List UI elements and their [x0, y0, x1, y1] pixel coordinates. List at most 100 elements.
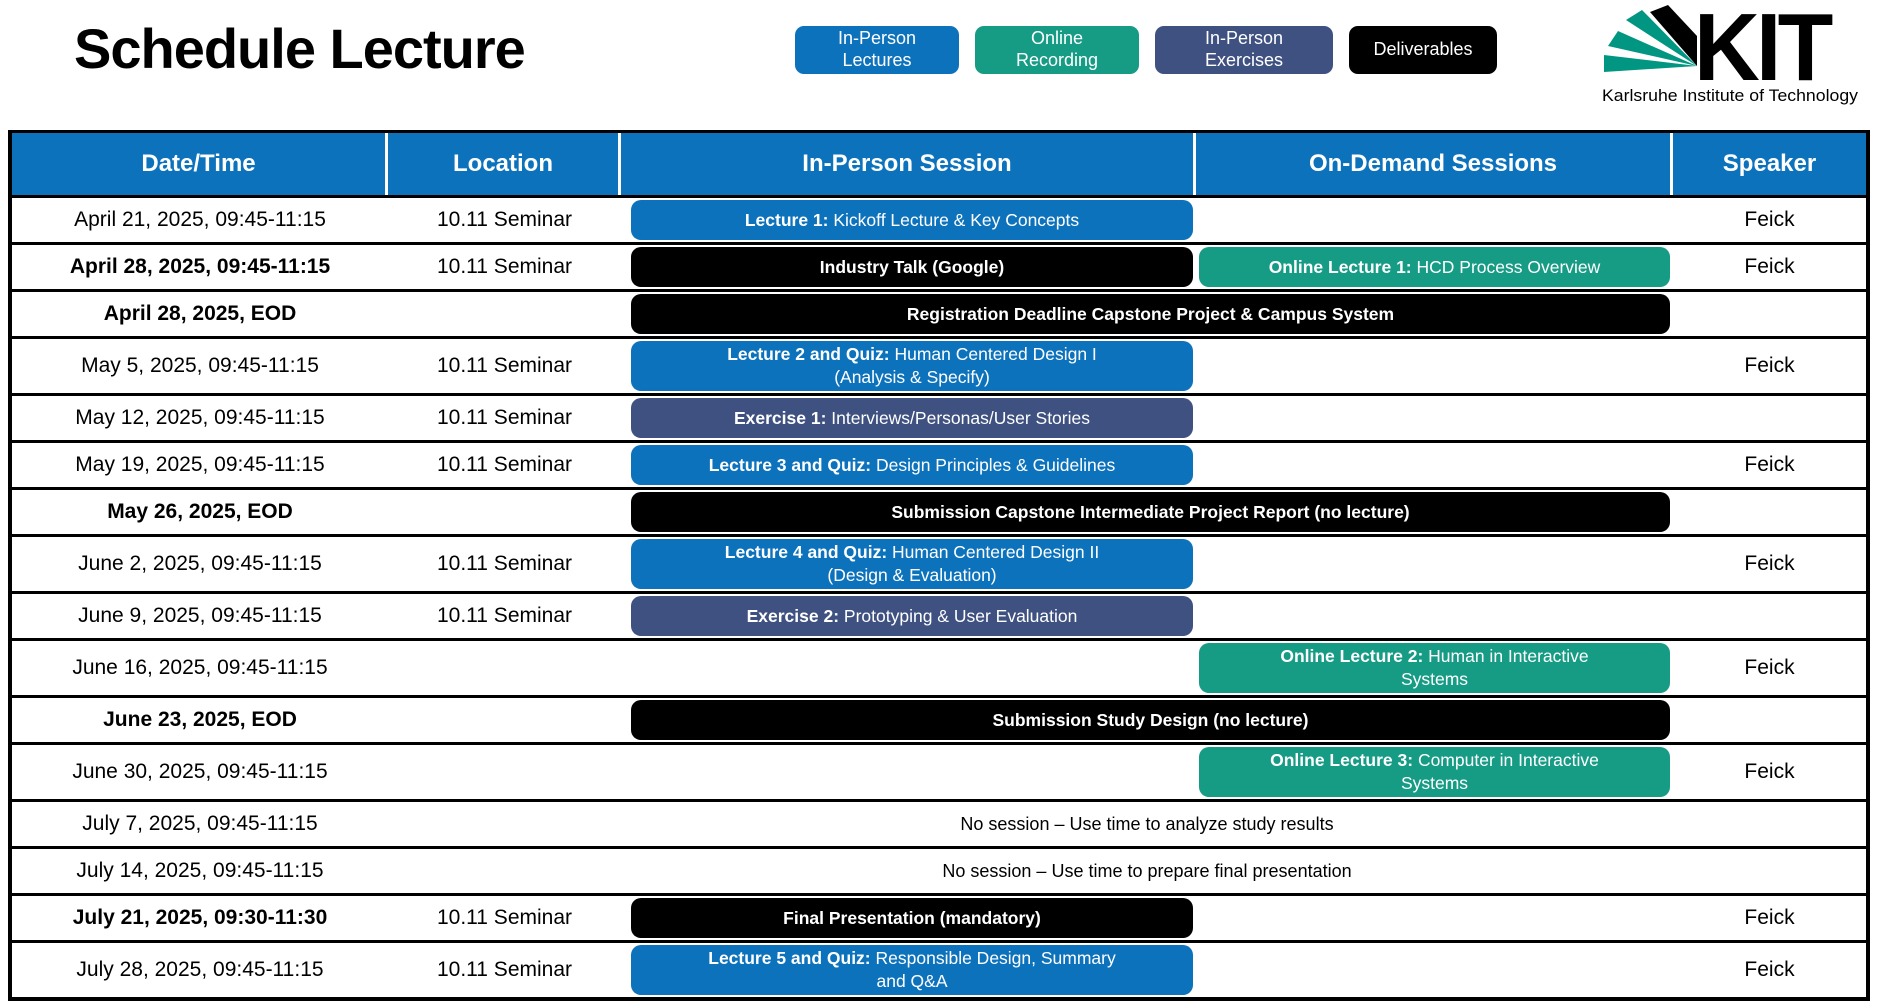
pill-text-line2: and Q&A — [876, 971, 948, 991]
date-cell: July 21, 2025, 09:30-11:30 — [72, 906, 328, 929]
table-row: July 21, 2025, 09:30-11:30 10.11 Seminar… — [12, 893, 1866, 940]
in-person-deliverable-pill: Industry Talk (Google) — [631, 247, 1193, 287]
in-person-exercise-pill: Exercise 1: Interviews/Personas/User Sto… — [631, 398, 1193, 438]
pill-text: Lecture 3 and Quiz: Design Principles & … — [708, 454, 1116, 475]
speaker-cell: Feick — [1744, 656, 1795, 679]
pill-text: Online Lecture 2: Human in Interactive — [1280, 646, 1589, 667]
in-person-lecture-pill: Lecture 2 and Quiz: Human Centered Desig… — [631, 341, 1193, 391]
top-bar: Schedule Lecture In-Person Lectures Onli… — [0, 0, 1878, 130]
no-session-note: No session – Use time to prepare final p… — [942, 860, 1352, 881]
kit-logo-subtitle: Karlsruhe Institute of Technology — [1602, 86, 1859, 105]
speaker-cell: Feick — [1744, 354, 1795, 377]
kit-logo-fan-black-ray — [1650, 5, 1697, 66]
pill-text: Lecture 4 and Quiz: Human Centered Desig… — [724, 542, 1100, 563]
legend-label-line1: In-Person — [837, 28, 917, 49]
location-cell — [388, 292, 621, 336]
column-header-location: Location — [388, 133, 621, 195]
date-cell: June 30, 2025, 09:45-11:15 — [72, 760, 328, 783]
table-row: June 16, 2025, 09:45-11:15 Online Lectur… — [12, 638, 1866, 695]
speaker-cell — [1673, 849, 1866, 893]
speaker-cell: Feick — [1744, 552, 1795, 575]
speaker-cell: Feick — [1744, 958, 1795, 981]
date-cell: June 9, 2025, 09:45-11:15 — [78, 604, 322, 627]
legend-online-recording: Online Recording — [975, 26, 1139, 74]
pill-text: Lecture 1: Kickoff Lecture & Key Concept… — [744, 209, 1080, 230]
legend-deliverables: Deliverables — [1349, 26, 1497, 74]
table-row: May 19, 2025, 09:45-11:15 10.11 Seminar … — [12, 440, 1866, 487]
location-cell: 10.11 Seminar — [436, 604, 573, 627]
table-row: July 28, 2025, 09:45-11:15 10.11 Seminar… — [12, 940, 1866, 997]
location-cell: 10.11 Seminar — [436, 255, 573, 278]
pill-text: Submission Study Design (no lecture) — [992, 709, 1309, 730]
table-row: May 12, 2025, 09:45-11:15 10.11 Seminar … — [12, 393, 1866, 440]
in-person-lecture-pill: Lecture 1: Kickoff Lecture & Key Concept… — [631, 200, 1193, 240]
speaker-cell: Feick — [1744, 208, 1795, 231]
table-row: April 21, 2025, 09:45-11:15 10.11 Semina… — [12, 195, 1866, 242]
in-person-deliverable-pill: Final Presentation (mandatory) — [631, 898, 1193, 938]
legend-label-line2: Exercises — [1204, 50, 1284, 70]
table-row: May 5, 2025, 09:45-11:15 10.11 Seminar L… — [12, 336, 1866, 393]
date-cell: July 28, 2025, 09:45-11:15 — [76, 958, 324, 981]
date-cell: July 14, 2025, 09:45-11:15 — [76, 859, 324, 882]
speaker-cell — [1673, 292, 1866, 336]
kit-logo-fan-green-ray-1 — [1626, 10, 1697, 66]
date-cell: April 28, 2025, 09:45-11:15 — [69, 255, 331, 278]
location-cell — [388, 849, 621, 893]
pill-text-line2: (Design & Evaluation) — [827, 565, 997, 585]
table-row: May 26, 2025, EOD Submission Capstone In… — [12, 487, 1866, 534]
table-row: June 9, 2025, 09:45-11:15 10.11 Seminar … — [12, 591, 1866, 638]
in-person-exercise-pill: Exercise 2: Prototyping & User Evaluatio… — [631, 596, 1193, 636]
pill-text: Online Lecture 3: Computer in Interactiv… — [1270, 750, 1599, 771]
kit-logo-fan-green-ray-3 — [1604, 55, 1697, 72]
pill-text: Exercise 2: Prototyping & User Evaluatio… — [746, 605, 1078, 626]
pill-text: Lecture 2 and Quiz: Human Centered Desig… — [727, 344, 1097, 365]
location-cell: 10.11 Seminar — [436, 453, 573, 476]
date-cell: July 7, 2025, 09:45-11:15 — [82, 812, 318, 835]
speaker-cell — [1673, 490, 1866, 534]
location-cell: 10.11 Seminar — [436, 354, 573, 377]
speaker-cell — [1673, 802, 1866, 846]
column-header-speaker: Speaker — [1722, 150, 1817, 177]
date-cell: April 21, 2025, 09:45-11:15 — [74, 208, 326, 231]
date-cell: May 26, 2025, EOD — [107, 500, 293, 523]
location-cell — [388, 802, 621, 846]
legend-in-person-exercises: In-Person Exercises — [1155, 26, 1333, 74]
table-row: June 23, 2025, EOD Submission Study Desi… — [12, 695, 1866, 742]
in-person-lecture-pill: Lecture 5 and Quiz: Responsible Design, … — [631, 945, 1193, 995]
legend-label-line1: Deliverables — [1373, 39, 1473, 60]
table-row: April 28, 2025, 09:45-11:15 10.11 Semina… — [12, 242, 1866, 289]
location-cell: 10.11 Seminar — [436, 208, 573, 231]
legend-label-line2: Lectures — [842, 50, 912, 70]
table-row: July 14, 2025, 09:45-11:15 No session – … — [12, 846, 1866, 893]
column-header-date-time: Date/Time — [12, 133, 388, 195]
location-cell — [388, 698, 621, 742]
table-row: July 7, 2025, 09:45-11:15 No session – U… — [12, 799, 1866, 846]
pill-text: Registration Deadline Capstone Project &… — [906, 303, 1395, 324]
schedule-table: Date/Time Location In-Person Session On-… — [8, 130, 1870, 1001]
pill-text: Lecture 5 and Quiz: Responsible Design, … — [708, 948, 1116, 969]
date-cell: June 16, 2025, 09:45-11:15 — [72, 656, 328, 679]
pill-text-line2: Systems — [1400, 773, 1469, 793]
pill-text-line2: (Analysis & Specify) — [834, 367, 990, 387]
date-cell: May 5, 2025, 09:45-11:15 — [81, 354, 319, 377]
table-row: June 30, 2025, 09:45-11:15 Online Lectur… — [12, 742, 1866, 799]
speaker-cell — [1673, 396, 1866, 440]
on-demand-online-pill: Online Lecture 1: HCD Process Overview — [1199, 247, 1670, 287]
on-demand-online-pill: Online Lecture 2: Human in Interactive S… — [1199, 643, 1670, 693]
no-session-note: No session – Use time to analyze study r… — [960, 813, 1334, 834]
date-cell: May 12, 2025, 09:45-11:15 — [75, 406, 325, 429]
pill-text: Online Lecture 1: HCD Process Overview — [1268, 256, 1601, 277]
in-person-lecture-pill: Lecture 3 and Quiz: Design Principles & … — [631, 445, 1193, 485]
location-cell: 10.11 Seminar — [436, 552, 573, 575]
speaker-cell — [1673, 594, 1866, 638]
legend-label-line1: Online — [1030, 28, 1084, 49]
legend: In-Person Lectures Online Recording In-P… — [795, 26, 1497, 74]
speaker-cell: Feick — [1744, 453, 1795, 476]
legend-label-line1: In-Person — [1204, 28, 1284, 49]
speaker-cell: Feick — [1744, 760, 1795, 783]
location-cell — [388, 490, 621, 534]
kit-logo-acronym: KIT — [1694, 2, 1833, 101]
date-cell: June 23, 2025, EOD — [103, 708, 297, 731]
location-cell — [388, 641, 621, 695]
table-row: June 2, 2025, 09:45-11:15 10.11 Seminar … — [12, 534, 1866, 591]
